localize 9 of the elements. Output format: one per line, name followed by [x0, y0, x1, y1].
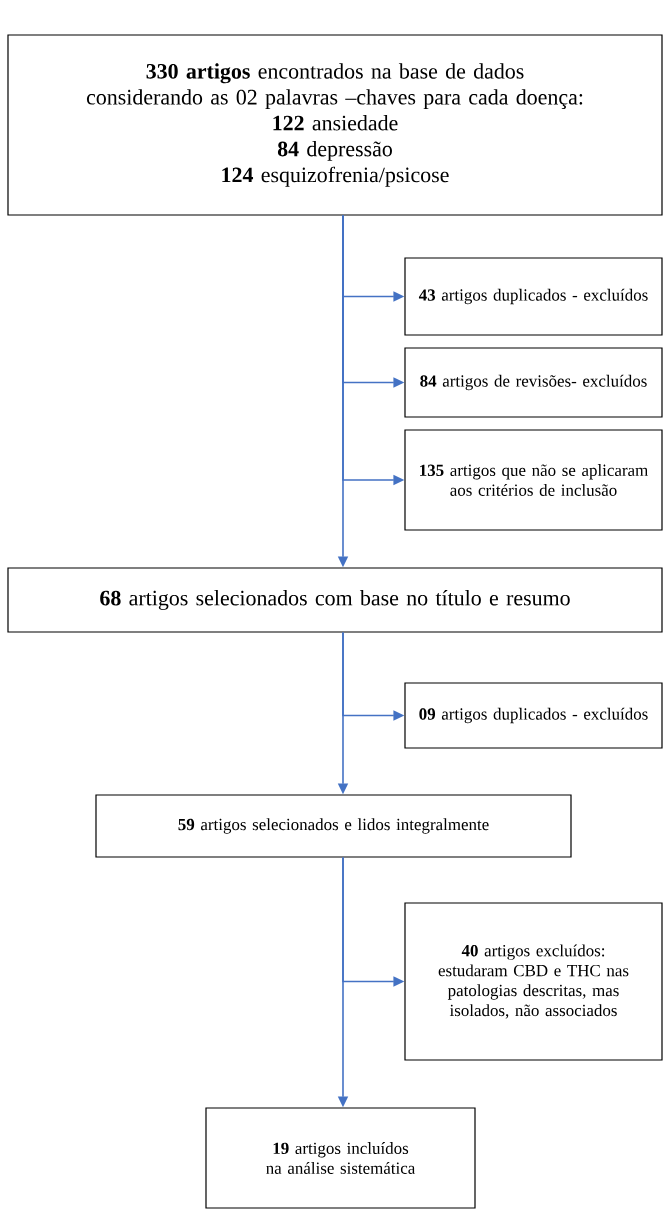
process-box: 84 artigos de revisões- excluídos [404, 347, 663, 418]
process-box: 68 artigos selecionados com base no título e resumo [7, 567, 663, 633]
process-box: 40 artigos excluídos: estudaram CBD e THC nas patologias descritas, mas isolados, não associados [404, 902, 663, 1061]
process-box: 19 artigos incluídos na análise sistemática [205, 1107, 476, 1209]
process-box: 330 artigos encontrados na base de dados considerando as 02 palavras –chaves para cada doença: 122 ansiedade 84 depressão 124 esquizofrenia/psicose [7, 34, 663, 216]
process-box: 135 artigos que não se aplicaram aos critérios de inclusão [404, 429, 663, 531]
process-box: 09 artigos duplicados - excluídos [404, 682, 663, 749]
process-box: 59 artigos selecionados e lidos integralmente [95, 794, 572, 858]
process-box: 43 artigos duplicados - excluídos [404, 257, 663, 336]
